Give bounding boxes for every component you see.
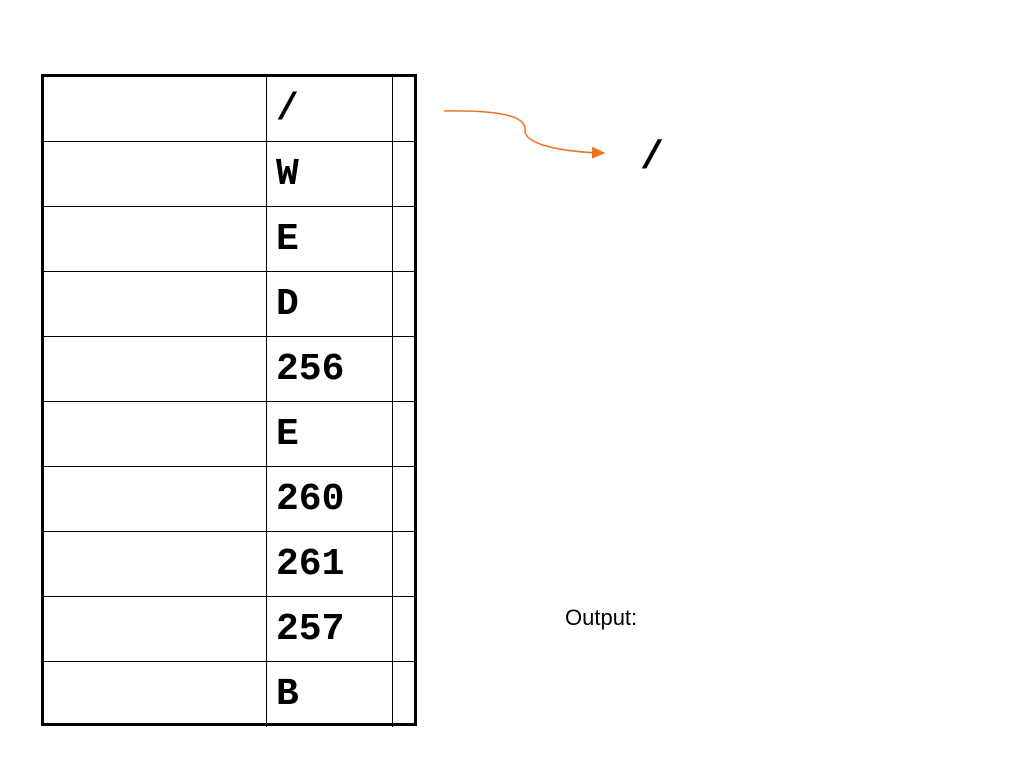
table-cell-value: D	[276, 283, 299, 326]
table-row: D	[44, 272, 414, 337]
output-label: Output:	[565, 605, 638, 630]
column-divider	[266, 77, 267, 141]
column-divider	[266, 337, 267, 401]
column-divider	[266, 597, 267, 661]
column-divider	[266, 467, 267, 531]
column-divider	[266, 402, 267, 466]
table-cell-value: E	[276, 218, 299, 261]
table-cell-value: 256	[276, 348, 345, 391]
column-divider	[392, 467, 393, 531]
column-divider	[392, 142, 393, 206]
column-divider	[266, 142, 267, 206]
column-divider	[266, 532, 267, 596]
table-row: 260	[44, 467, 414, 532]
table-cell-value: 260	[276, 478, 345, 521]
column-divider	[392, 272, 393, 336]
arrow-curve	[443, 110, 606, 159]
table-row: 257	[44, 597, 414, 662]
column-divider	[392, 597, 393, 661]
table-cell-value: 261	[276, 543, 345, 586]
column-divider	[266, 207, 267, 271]
column-divider	[392, 532, 393, 596]
column-divider	[392, 337, 393, 401]
column-divider	[266, 662, 267, 727]
table-row: W	[44, 142, 414, 207]
table-row: B	[44, 662, 414, 727]
table-row: E	[44, 402, 414, 467]
table-cell-value: W	[276, 153, 299, 196]
table-row: E	[44, 207, 414, 272]
table-cell-value: E	[276, 413, 299, 456]
column-divider	[392, 402, 393, 466]
table-cell-value: 257	[276, 608, 345, 651]
column-divider	[392, 662, 393, 727]
table-cell-value: /	[276, 88, 299, 131]
column-divider	[266, 272, 267, 336]
table-row: /	[44, 77, 414, 142]
column-divider	[392, 77, 393, 141]
column-divider	[392, 207, 393, 271]
table-row: 256	[44, 337, 414, 402]
table-row: 261	[44, 532, 414, 597]
table-cell-value: B	[276, 673, 299, 716]
current-symbol: /	[640, 136, 665, 181]
